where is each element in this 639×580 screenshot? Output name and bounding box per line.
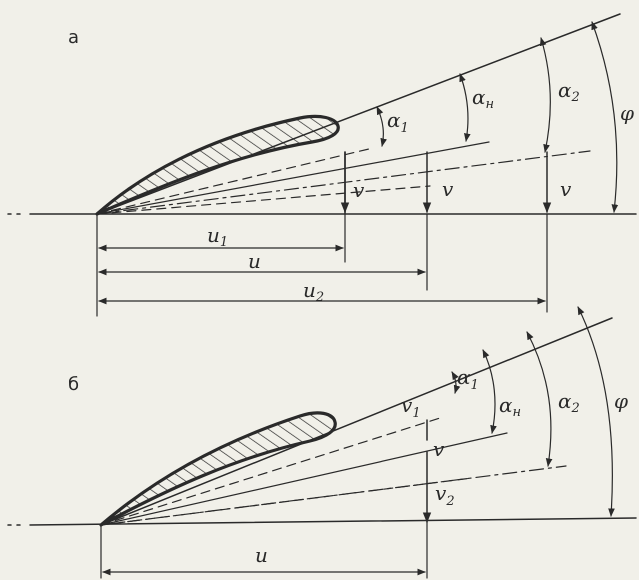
arc-phi-a (591, 21, 619, 213)
dim-label-u-b: u (255, 543, 268, 567)
dash-line-b2 (100, 477, 473, 526)
arc-alpha2-a (539, 37, 551, 153)
dim-label-u-a: u (248, 249, 261, 273)
resultant-line-a (96, 150, 591, 215)
chord-line-a (96, 141, 490, 215)
angle-label-alpha1-a: α1 (387, 108, 409, 136)
angle-label-phi-b: φ (614, 389, 628, 413)
dash-line-a1 (96, 147, 374, 215)
velocity-label-b2: v2 (435, 481, 455, 509)
airfoil-a (95, 114, 340, 216)
angle-label-alphaN-a: αн (472, 85, 494, 112)
resultant-line-b (100, 465, 567, 526)
panel-a-letter: a (68, 27, 79, 48)
arc-alpha2-b (526, 331, 553, 467)
angle-label-alpha2-b: α2 (558, 389, 580, 416)
velocity-label-a1: v (353, 178, 365, 202)
arc-alphaN-b (482, 349, 497, 434)
angle-label-alphaN-b: αн (499, 393, 521, 420)
angle-label-alpha1-b: α1 (457, 365, 479, 393)
velocity-label-a2: v (442, 177, 454, 201)
airfoil-b (99, 411, 337, 527)
dash-line-a2 (96, 185, 431, 215)
arc-alpha1-b (451, 371, 461, 394)
axis-line-b (29, 517, 637, 526)
panel-b-letter: б (68, 374, 79, 395)
arc-alphaN-a (459, 73, 471, 142)
chord-line-b (100, 432, 508, 526)
arc-phi-b (577, 306, 615, 517)
angle-label-alpha2-a: α2 (558, 78, 580, 105)
dim-label-u2-a: u2 (303, 278, 324, 305)
wind-line-a (96, 13, 621, 215)
panel-b: б v1 v v2 u α1 αн α2 φ (7, 306, 637, 579)
dim-label-u1-a: u1 (207, 223, 228, 250)
angle-label-phi-a: φ (620, 101, 634, 125)
arc-alpha1-a (376, 106, 387, 147)
velocity-label-b: v (433, 437, 445, 461)
velocity-label-b1: v1 (401, 393, 421, 421)
velocity-label-a3: v (560, 177, 572, 201)
panel-a: a v v v u1 u u2 α1 (7, 13, 637, 317)
